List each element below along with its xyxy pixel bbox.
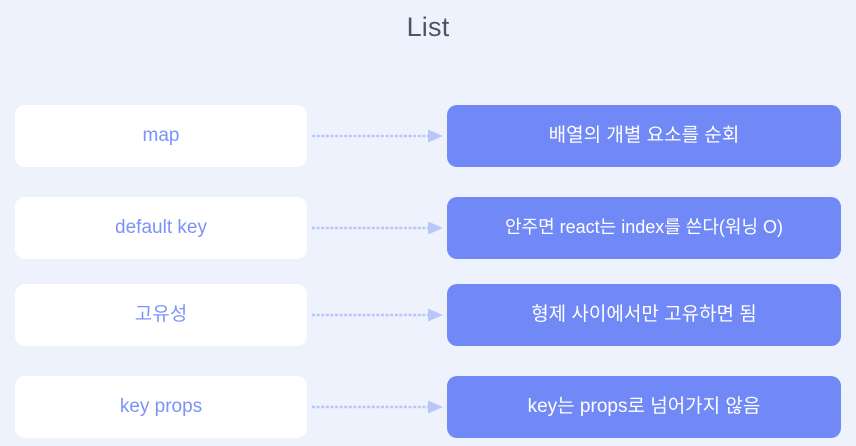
term-box-key-props[interactable]: key props — [15, 376, 307, 438]
arrow-right-icon — [312, 218, 445, 238]
term-label: default key — [115, 217, 207, 239]
term-label: map — [142, 125, 180, 147]
diagram-row: key props key는 props로 넘어가지 않음 — [0, 376, 856, 438]
term-box-default-key[interactable]: default key — [15, 197, 307, 259]
arrow-right-icon — [312, 126, 445, 146]
arrow-right-icon — [312, 305, 445, 325]
definition-box-key-props[interactable]: key는 props로 넘어가지 않음 — [447, 376, 841, 438]
definition-box-map[interactable]: 배열의 개별 요소를 순회 — [447, 105, 841, 167]
definition-box-uniqueness[interactable]: 형제 사이에서만 고유하면 됨 — [447, 284, 841, 346]
term-label: 고유성 — [134, 304, 188, 326]
page-title: List — [406, 12, 450, 42]
definition-label: 배열의 개별 요소를 순회 — [548, 124, 740, 146]
term-label: key props — [119, 396, 203, 418]
diagram-row: default key 안주면 react는 index를 쓴다(워닝 O) — [0, 197, 856, 259]
diagram-row: 고유성 형제 사이에서만 고유하면 됨 — [0, 284, 856, 346]
definition-label: 형제 사이에서만 고유하면 됨 — [531, 303, 757, 325]
term-box-uniqueness[interactable]: 고유성 — [15, 284, 307, 346]
definition-label: key는 props로 넘어가지 않음 — [527, 395, 761, 417]
arrow-right-icon — [312, 397, 445, 417]
diagram-row: map 배열의 개별 요소를 순회 — [0, 105, 856, 167]
definition-box-default-key[interactable]: 안주면 react는 index를 쓴다(워닝 O) — [447, 197, 841, 259]
definition-label: 안주면 react는 index를 쓴다(워닝 O) — [504, 217, 784, 238]
term-box-map[interactable]: map — [15, 105, 307, 167]
